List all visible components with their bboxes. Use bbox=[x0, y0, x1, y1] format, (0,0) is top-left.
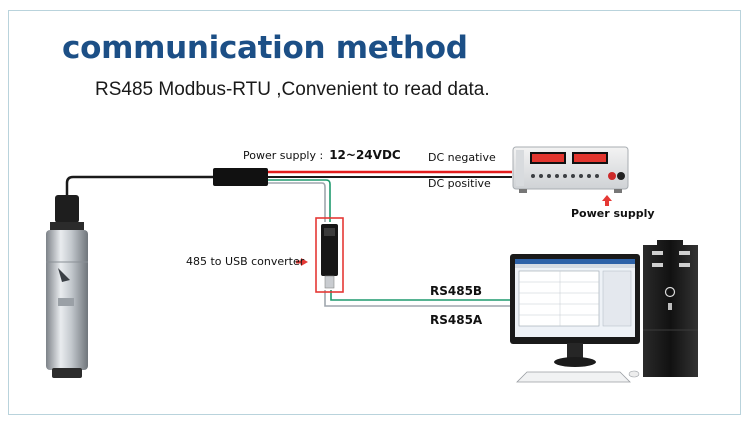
sensor-cable bbox=[65, 175, 213, 222]
rs485a-wire bbox=[268, 182, 520, 307]
page-subtitle: RS485 Modbus-RTU ,Convenient to read dat… bbox=[95, 79, 490, 100]
rs485a-label: RS485A bbox=[430, 313, 483, 327]
rs485b-wire bbox=[268, 179, 520, 301]
power-supply-voltage: 12~24VDC bbox=[329, 148, 401, 162]
cable-junction bbox=[213, 168, 268, 186]
power-supply-label: Power supply :12~24VDC bbox=[243, 148, 401, 162]
diagram-frame bbox=[8, 10, 741, 415]
power-supply-caption: Power supply bbox=[571, 207, 655, 220]
usb-converter-icon bbox=[321, 224, 338, 289]
rs485b-label: RS485B bbox=[430, 284, 483, 298]
dc-negative-label: DC negative bbox=[428, 151, 496, 164]
power-supply-arrow bbox=[602, 195, 612, 206]
keyboard-mouse-icon bbox=[516, 370, 640, 383]
converter-arrow bbox=[296, 258, 308, 266]
converter-label: 485 to USB converter bbox=[186, 255, 305, 268]
page-title: communication method bbox=[62, 30, 468, 66]
monitor-icon bbox=[510, 254, 640, 367]
pc-tower-icon bbox=[643, 240, 698, 377]
power-supply-unit-icon bbox=[512, 146, 629, 193]
sensor-probe-icon bbox=[46, 195, 88, 378]
dc-positive-label: DC positive bbox=[428, 177, 491, 190]
converter-highlight bbox=[315, 217, 344, 293]
